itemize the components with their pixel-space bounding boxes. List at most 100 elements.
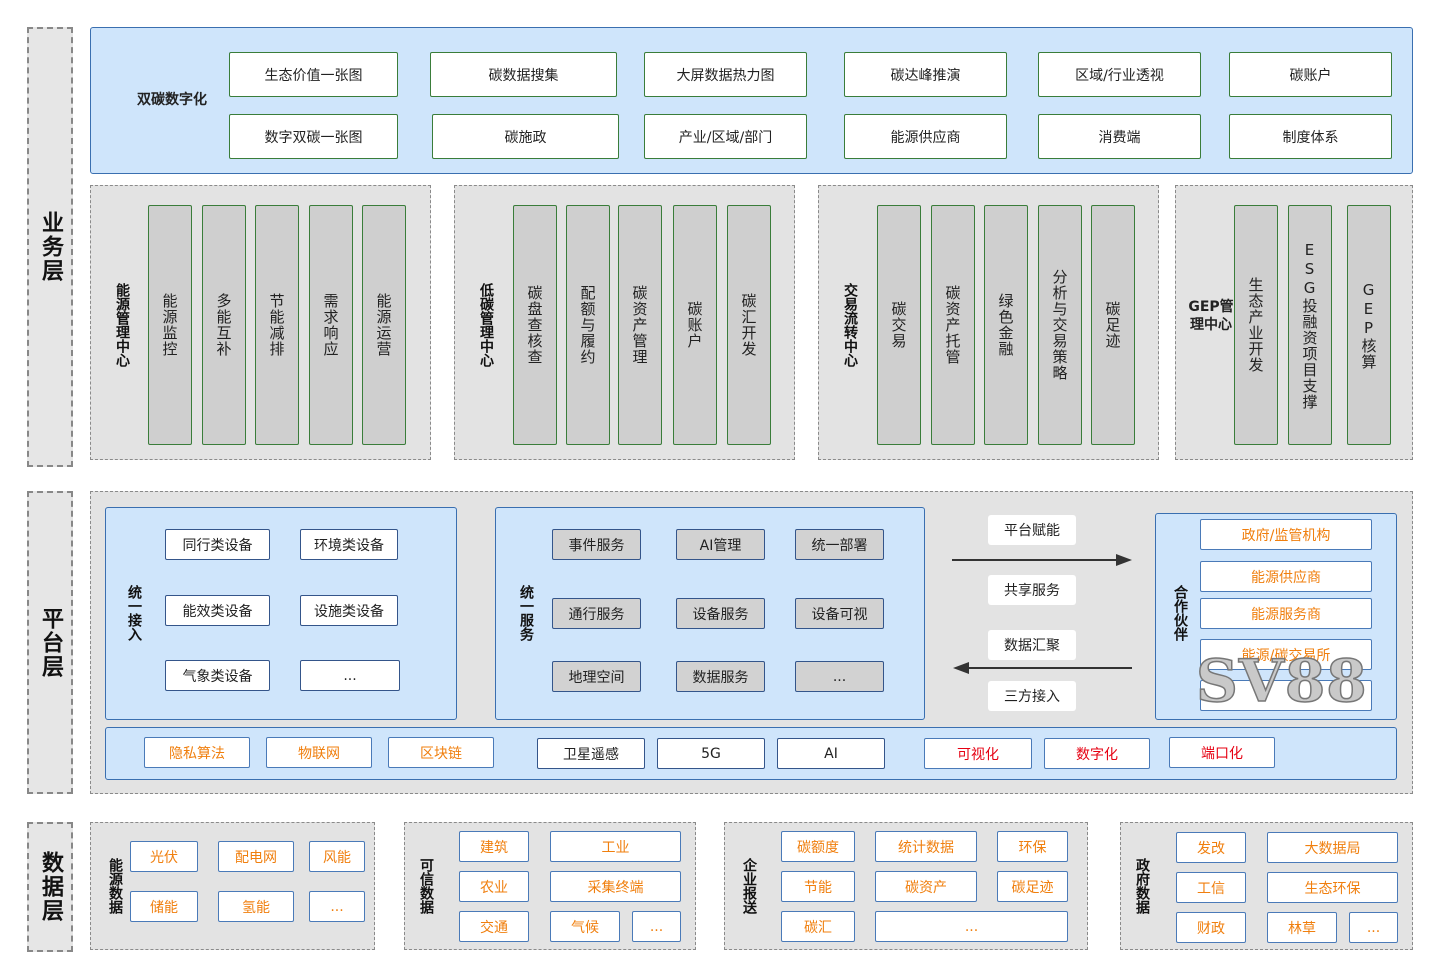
partners-label: 合作伙伴 [1172, 584, 1188, 641]
service-item[interactable]: 数据服务 [676, 661, 765, 692]
top-item[interactable]: 产业/区域/部门 [644, 114, 807, 159]
center-item[interactable]: 碳资产托管 [931, 205, 975, 445]
flow-label: 数据汇聚 [988, 630, 1076, 660]
top-item[interactable]: 区域/行业透视 [1038, 52, 1201, 97]
center-item[interactable]: 碳账户 [673, 205, 717, 445]
service-item[interactable]: 统一部署 [795, 529, 884, 560]
data-item[interactable]: 氢能 [218, 891, 294, 922]
service-item[interactable]: AI管理 [676, 529, 765, 560]
data-item[interactable]: 大数据局 [1267, 832, 1398, 863]
unified-service-label: 统一服务 [518, 584, 534, 641]
top-item[interactable]: 数字双碳一张图 [229, 114, 398, 159]
center-item[interactable]: 多能互补 [202, 205, 246, 445]
tech-item[interactable]: 端口化 [1169, 737, 1275, 768]
data-item[interactable]: 碳资产 [875, 871, 977, 902]
center-label: GEP管理中心 [1188, 299, 1234, 333]
access-item[interactable]: 同行类设备 [165, 529, 270, 560]
data-item[interactable]: 环保 [997, 831, 1068, 862]
center-item[interactable]: 节能减排 [255, 205, 299, 445]
center-label: 交易流转中心 [842, 283, 858, 367]
data-item[interactable]: 工信 [1176, 872, 1246, 903]
data-item[interactable]: ... [632, 911, 681, 942]
center-item[interactable]: 能源运营 [362, 205, 406, 445]
data-item[interactable]: 交通 [459, 911, 529, 942]
top-item[interactable]: 大屏数据热力图 [644, 52, 807, 97]
data-item[interactable]: 光伏 [130, 841, 198, 872]
data-item[interactable]: 生态环保 [1267, 872, 1398, 903]
tech-item[interactable]: 物联网 [266, 737, 372, 768]
center-item[interactable]: GEP核算 [1347, 205, 1391, 445]
flow-label: 共享服务 [988, 575, 1076, 605]
tech-item[interactable]: 5G [657, 738, 765, 769]
top-item[interactable]: 消费端 [1038, 114, 1201, 159]
tech-item[interactable]: 隐私算法 [144, 737, 250, 768]
data-item[interactable]: 碳汇 [781, 911, 855, 942]
access-item[interactable]: 能效类设备 [165, 595, 270, 626]
access-item[interactable]: ... [300, 660, 400, 691]
data-item[interactable]: ... [1349, 912, 1398, 943]
data-item[interactable]: 配电网 [218, 841, 294, 872]
data-item[interactable]: 财政 [1176, 912, 1246, 943]
tech-item[interactable]: 数字化 [1044, 738, 1150, 769]
service-item[interactable]: 事件服务 [552, 529, 641, 560]
tech-item[interactable]: 可视化 [924, 738, 1032, 769]
center-item[interactable]: 碳交易 [877, 205, 921, 445]
data-item[interactable]: 林草 [1267, 912, 1337, 943]
service-item[interactable]: ... [795, 661, 884, 692]
center-item[interactable]: 能源监控 [148, 205, 192, 445]
tech-item[interactable]: 卫星遥感 [537, 738, 645, 769]
data-item[interactable]: 碳足迹 [997, 871, 1068, 902]
service-item[interactable]: 通行服务 [552, 598, 641, 629]
partner-item[interactable] [1200, 680, 1372, 711]
top-item[interactable]: 碳达峰推演 [844, 52, 1007, 97]
partner-item[interactable]: 能源供应商 [1200, 561, 1372, 592]
data-item[interactable]: 碳额度 [781, 831, 855, 862]
data-item[interactable]: 气候 [550, 911, 620, 942]
data-item[interactable]: 统计数据 [875, 831, 977, 862]
data-item[interactable]: 发改 [1176, 832, 1246, 863]
data-item[interactable]: 工业 [550, 831, 681, 862]
center-item[interactable]: 碳足迹 [1091, 205, 1135, 445]
data-item[interactable]: 风能 [309, 841, 365, 872]
service-item[interactable]: 地理空间 [552, 661, 641, 692]
service-item[interactable]: 设备服务 [676, 598, 765, 629]
center-item[interactable]: 需求响应 [309, 205, 353, 445]
center-item[interactable]: 碳汇开发 [727, 205, 771, 445]
center-item[interactable]: 碳资产管理 [618, 205, 662, 445]
top-item[interactable]: 碳账户 [1229, 52, 1392, 97]
business-layer-label: 业务层 [27, 27, 73, 467]
center-label: 能源管理中心 [114, 283, 130, 367]
partner-item[interactable]: 能源/碳交易所 [1200, 639, 1372, 670]
access-item[interactable]: 环境类设备 [300, 529, 398, 560]
data-item[interactable]: 农业 [459, 871, 529, 902]
top-item[interactable]: 生态价值一张图 [229, 52, 398, 97]
center-item[interactable]: 绿色金融 [984, 205, 1028, 445]
tech-item[interactable]: AI [777, 738, 885, 769]
data-item[interactable]: ... [309, 891, 365, 922]
center-item[interactable]: 碳盘查核查 [513, 205, 557, 445]
center-item[interactable]: ESG投融资项目支撑 [1288, 205, 1332, 445]
access-item[interactable]: 设施类设备 [300, 595, 398, 626]
service-item[interactable]: 设备可视 [795, 598, 884, 629]
tech-item[interactable]: 区块链 [388, 737, 494, 768]
data-group-label: 政府数据 [1134, 858, 1150, 914]
data-item[interactable]: 节能 [781, 871, 855, 902]
top-item[interactable]: 能源供应商 [844, 114, 1007, 159]
center-item[interactable]: 配额与履约 [566, 205, 610, 445]
top-item[interactable]: 碳数据搜集 [430, 52, 617, 97]
platform-layer-label: 平台层 [27, 491, 73, 794]
partner-item[interactable]: 能源服务商 [1200, 598, 1372, 629]
data-group-label: 可信数据 [418, 858, 434, 914]
center-item[interactable]: 生态产业开发 [1234, 205, 1278, 445]
top-item[interactable]: 碳施政 [432, 114, 619, 159]
data-item[interactable]: 采集终端 [550, 871, 681, 902]
access-item[interactable]: 气象类设备 [165, 660, 270, 691]
top-item[interactable]: 制度体系 [1229, 114, 1392, 159]
data-group-label: 能源数据 [107, 858, 123, 914]
data-item[interactable]: ... [875, 911, 1068, 942]
flow-label: 平台赋能 [988, 515, 1076, 545]
center-item[interactable]: 分析与交易策略 [1038, 205, 1082, 445]
data-item[interactable]: 建筑 [459, 831, 529, 862]
partner-item[interactable]: 政府/监管机构 [1200, 519, 1372, 550]
data-item[interactable]: 储能 [130, 891, 198, 922]
